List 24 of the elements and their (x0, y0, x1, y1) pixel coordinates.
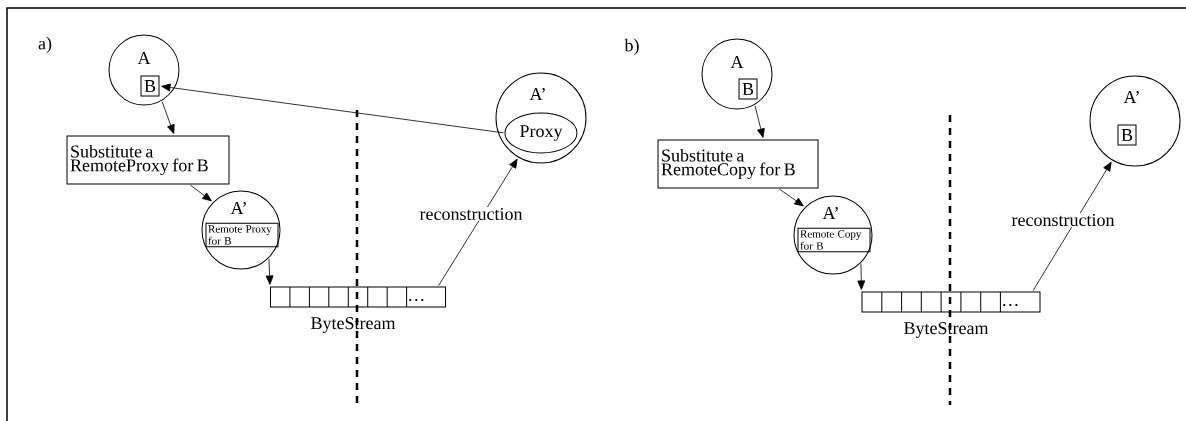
byte-stream: … (861, 291, 1041, 313)
arrow (161, 83, 504, 134)
arrow (754, 105, 765, 138)
edge-label: reconstruction (418, 206, 524, 222)
process-box: Remote Copy for B (797, 227, 871, 253)
node-label: ByteStream (904, 322, 989, 338)
box: B (738, 78, 758, 100)
arrow (1032, 161, 1112, 292)
arrow (161, 101, 175, 134)
edge-label: reconstruction (1010, 212, 1116, 228)
process-box: Substitute a RemoteCopy for B (657, 139, 819, 189)
box: B (1117, 124, 1137, 146)
arrow (438, 158, 518, 287)
panel-label: b) (624, 38, 639, 56)
process-box: Substitute a RemoteProxy for B (66, 135, 230, 185)
arrow (265, 258, 274, 285)
arrow (778, 188, 804, 207)
node-label: ByteStream (311, 317, 396, 333)
arrow (857, 263, 866, 290)
byte-stream: … (270, 286, 446, 308)
panel-label: a) (38, 36, 52, 54)
arrow (189, 184, 212, 202)
box: B (140, 75, 160, 97)
process-box: Remote Proxy for B (205, 222, 279, 248)
